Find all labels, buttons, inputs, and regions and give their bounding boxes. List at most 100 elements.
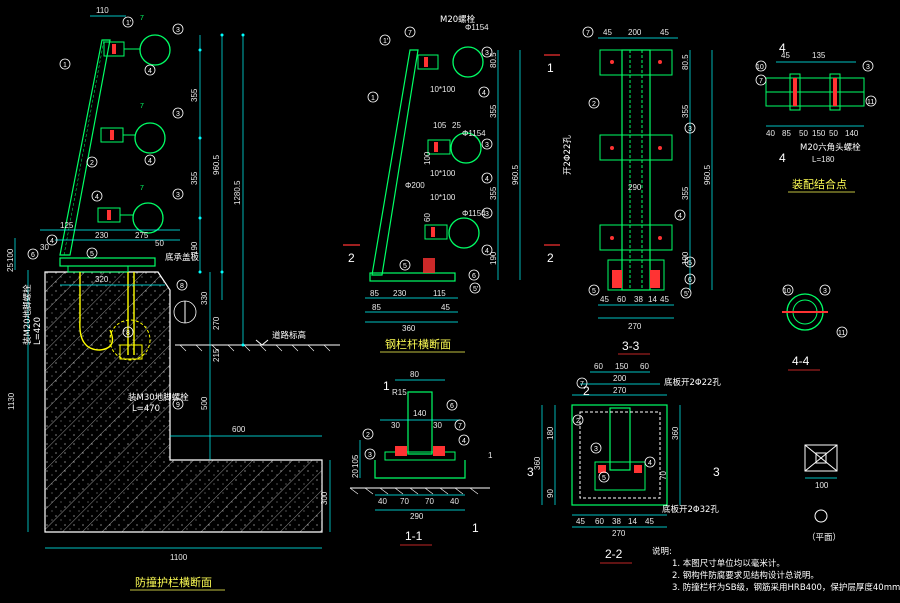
notes: 说明: 1. 本图尺寸单位均以毫米计。 2. 钢构件防腐要求见结构设计总说明。 … [652, 546, 900, 593]
svg-text:3: 3 [176, 111, 180, 118]
svg-text:5: 5 [602, 475, 606, 482]
dim-3-3-b14: 14 [648, 295, 657, 304]
svg-text:4: 4 [648, 460, 652, 467]
dim-85: 85 [370, 289, 379, 298]
svg-text:6: 6 [450, 403, 454, 410]
dim-1-1-40b: 40 [450, 497, 459, 506]
dim-3-3-b45: 45 [600, 295, 609, 304]
dim-1-1-140: 140 [413, 409, 427, 418]
cut-mark-3-left: 3 [527, 465, 534, 479]
svg-text:2: 2 [90, 160, 94, 167]
dim-3-3-355b: 355 [681, 186, 690, 200]
dim-355-a: 355 [190, 88, 199, 102]
dim-3-3-b45b: 45 [660, 295, 669, 304]
svg-text:4: 4 [148, 158, 152, 165]
cut-mark-1-right: 1 [472, 521, 479, 535]
section-2-2: 60 150 60 200 270 180 360 360 90 70 45 6… [533, 362, 721, 564]
main-post [59, 39, 111, 256]
svg-text:3: 3 [823, 288, 827, 295]
plan-view: 100 （平面） [804, 444, 841, 543]
dim-asm-45: 45 [781, 51, 790, 60]
svg-text:5': 5' [684, 291, 689, 298]
dim-asm-40: 40 [766, 129, 775, 138]
title-section-4-4: 4-4 [792, 354, 810, 368]
dim-2-2-b14: 14 [628, 517, 637, 526]
dim-2-2-360b: 360 [671, 426, 680, 440]
label-pipe-c: Φ1154 [462, 209, 486, 218]
dim-asm-85: 85 [782, 129, 791, 138]
dim-1-1-105: 105 [351, 454, 360, 468]
svg-text:7: 7 [408, 30, 412, 37]
section-4-4: 10 3 11 4-4 [782, 284, 848, 371]
dim-1-1-80: 80 [410, 370, 419, 379]
svg-text:8: 8 [126, 330, 130, 337]
svg-text:11: 11 [838, 330, 845, 337]
dim-125: 125 [60, 221, 74, 230]
dim-45: 45 [441, 303, 450, 312]
rail-pipe-top [139, 34, 171, 66]
svg-text:6: 6 [688, 277, 692, 284]
dim-3-3-960-5: 960.5 [703, 164, 712, 185]
dim-2-2-60b: 60 [640, 362, 649, 371]
note-1: 1. 本图尺寸单位均以毫米计。 [672, 558, 785, 569]
svg-text:5: 5 [688, 260, 692, 267]
dim-2-2-70: 70 [659, 471, 668, 480]
dim-2-2-180: 180 [546, 426, 555, 440]
dim-asm-140: 140 [845, 129, 859, 138]
dim-asm-50a: 50 [799, 129, 808, 138]
note-3: 3. 防撞栏杆为SB级，钢筋采用HRB400，保护层厚度40mm。 [672, 582, 900, 593]
dim-1-1-30b: 30 [433, 421, 442, 430]
dim-100: 100 [6, 248, 15, 262]
svg-text:7: 7 [759, 78, 763, 85]
dim-2-2-270: 270 [613, 386, 627, 395]
title-assembly: 装配结合点 [792, 177, 847, 191]
svg-text:4: 4 [485, 248, 489, 255]
dim-3-3-b38: 38 [634, 295, 643, 304]
cut-mark-2-right: 2 [547, 251, 554, 265]
dim-3-3-290: 290 [628, 183, 642, 192]
label-back-plate: 底承盖板 [165, 252, 200, 263]
svg-text:4: 4 [678, 213, 682, 220]
dim-355-c: 355 [489, 104, 498, 118]
note-2: 2. 钢构件防腐要求见结构设计总说明。 [672, 570, 819, 581]
dim-1-1-30a: 30 [391, 421, 400, 430]
section-3-3: 45 200 45 80.5 355 355 190 960.5 290 45 … [563, 26, 713, 355]
cut-mark-1-top: 1 [547, 61, 554, 75]
label-road-level: 道路标高 [272, 330, 306, 341]
label-m30-anchor: 装M30地脚螺栓 [128, 392, 189, 403]
svg-text:1': 1' [126, 20, 131, 27]
svg-text:3: 3 [176, 192, 180, 199]
dim-230: 230 [95, 231, 109, 240]
dim-1-1-70a: 70 [400, 497, 409, 506]
svg-text:3: 3 [688, 126, 692, 133]
dim-3-3-b270: 270 [628, 322, 642, 331]
svg-text:3: 3 [368, 452, 372, 459]
main-section: 110 125 230 275 50 320 30 100 25 355 355… [6, 6, 340, 591]
dim-2-2-b270: 270 [612, 529, 626, 538]
svg-text:10: 10 [783, 288, 791, 295]
label-2-2-bottom-holes: 底板开2Φ32孔 [662, 504, 719, 515]
label-2-2-top-holes: 底板开2Φ22孔 [664, 377, 721, 388]
dim-300: 300 [320, 491, 329, 505]
dim-asm-135: 135 [812, 51, 826, 60]
svg-text:3: 3 [485, 50, 489, 57]
dim-3-3-45a: 45 [603, 28, 612, 37]
rail-pipe-low [132, 202, 164, 234]
dim-360: 360 [402, 324, 416, 333]
dim-50: 50 [155, 239, 164, 248]
cut-mark-2-sec: 2 [583, 384, 590, 398]
label-asm-bolt: M20六角头螺栓 [800, 142, 861, 153]
svg-text:1: 1 [371, 95, 375, 102]
dim-3-3-190: 190 [681, 251, 690, 265]
svg-text:8: 8 [180, 283, 184, 290]
label-m20-anchor: 装M20地脚螺栓 [22, 284, 33, 345]
dim-1-1-r15: R15 [392, 388, 407, 397]
svg-text:2: 2 [592, 101, 596, 108]
svg-text:7: 7 [586, 30, 590, 37]
dim-2-2-b60: 60 [595, 517, 604, 526]
notes-heading: 说明: [652, 546, 672, 557]
base-plate [59, 257, 156, 267]
dim-355-d: 355 [489, 186, 498, 200]
svg-text:7: 7 [458, 423, 462, 430]
